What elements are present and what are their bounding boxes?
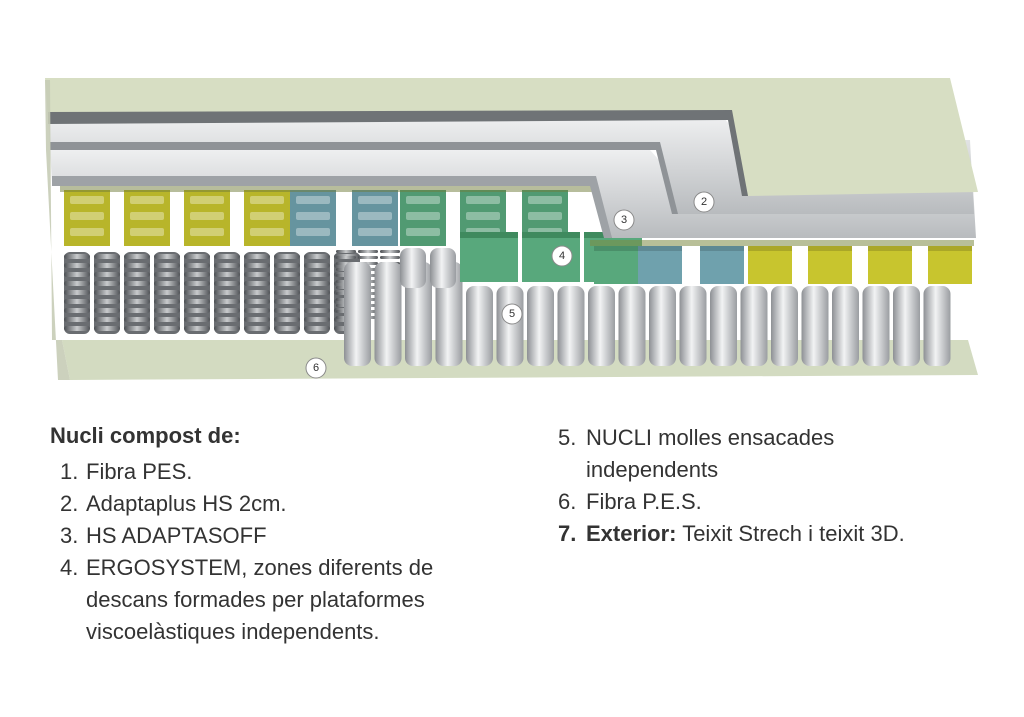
pocket-spring (344, 262, 371, 366)
legend-item-1: 1.Fibra PES. (60, 459, 193, 484)
ergosystem-block (244, 190, 290, 246)
marker-2: 2 (693, 191, 715, 213)
pocket-spring (710, 286, 737, 366)
svg-text:6: 6 (313, 362, 319, 374)
legend-list-right: 5.NUCLI molles ensacades independents 6.… (558, 422, 988, 550)
marker-6: 6 (305, 357, 327, 379)
legend-heading: Nucli compost de: (50, 423, 241, 448)
ergosystem-block (748, 246, 792, 284)
ergosystem-block (868, 246, 912, 284)
legend-list: 1.Fibra PES. 2.Adaptaplus HS 2cm. 3.HS A… (50, 456, 500, 648)
legend-item-3: 3.HS ADAPTASOFF (60, 523, 267, 548)
legend-item-6: 6.Fibra P.E.S. (558, 489, 702, 514)
pocket-spring (862, 286, 890, 366)
mattress-layers-diagram: 2 3 4 5 6 (45, 78, 978, 380)
pocket-spring (801, 286, 829, 366)
pocket-spring (771, 286, 798, 366)
ergosystem-block (352, 190, 398, 246)
coil-spring (274, 252, 300, 334)
ergosystem-blocks-left (60, 186, 642, 282)
pocket-springs (344, 248, 951, 366)
svg-text:4: 4 (559, 250, 565, 262)
pocket-spring (400, 248, 426, 288)
ergosystem-blocks-right (590, 240, 974, 284)
ergosystem-block (928, 246, 972, 284)
pocket-spring (496, 286, 524, 366)
ergosystem-block (638, 246, 682, 284)
legend-item-7: 7.Exterior: Teixit Strech i teixit 3D. (558, 521, 905, 546)
pocket-spring (679, 286, 707, 366)
svg-text:2: 2 (701, 196, 707, 208)
legend-item-5: 5.NUCLI molles ensacades independents (558, 425, 835, 482)
pocket-spring (893, 286, 920, 366)
ergosystem-block (184, 190, 230, 246)
pocket-spring (374, 262, 402, 366)
coil-spring (214, 252, 240, 334)
ergosystem-block (594, 246, 638, 284)
coil-spring (244, 252, 270, 334)
coil-spring (304, 252, 330, 334)
pocket-spring (430, 248, 456, 288)
legend-right: 5.NUCLI molles ensacades independents 6.… (558, 422, 988, 550)
ergosystem-block (808, 246, 852, 284)
legend-left: Nucli compost de: 1.Fibra PES. 2.Adaptap… (50, 420, 500, 648)
pocket-spring (466, 286, 493, 366)
layer-1-fibra-pes (45, 78, 978, 196)
ergosystem-block (700, 246, 744, 284)
pocket-spring (557, 286, 585, 366)
svg-text:5: 5 (509, 308, 515, 320)
legend-item-4: 4.ERGOSYSTEM, zones diferents de descans… (60, 555, 434, 644)
ergosystem-block (290, 190, 336, 246)
coil-spring (184, 252, 210, 334)
pocket-spring (649, 286, 676, 366)
coil-spring (124, 252, 150, 334)
marker-4: 4 (551, 245, 573, 267)
coil-spring (94, 252, 120, 334)
pocket-spring (832, 286, 859, 366)
coil-spring (154, 252, 180, 334)
ergosystem-block (400, 190, 446, 246)
ergosystem-block (64, 190, 110, 246)
ergosystem-block (460, 232, 518, 282)
marker-5: 5 (501, 303, 523, 325)
pocket-spring (588, 286, 615, 366)
legend-item-2: 2.Adaptaplus HS 2cm. (60, 491, 287, 516)
pocket-spring (527, 286, 554, 366)
marker-3: 3 (613, 209, 635, 231)
ergosystem-block (124, 190, 170, 246)
pocket-spring (740, 286, 768, 366)
pocket-spring (618, 286, 646, 366)
pocket-spring (923, 286, 951, 366)
svg-text:3: 3 (621, 214, 627, 226)
coil-spring (64, 252, 90, 334)
